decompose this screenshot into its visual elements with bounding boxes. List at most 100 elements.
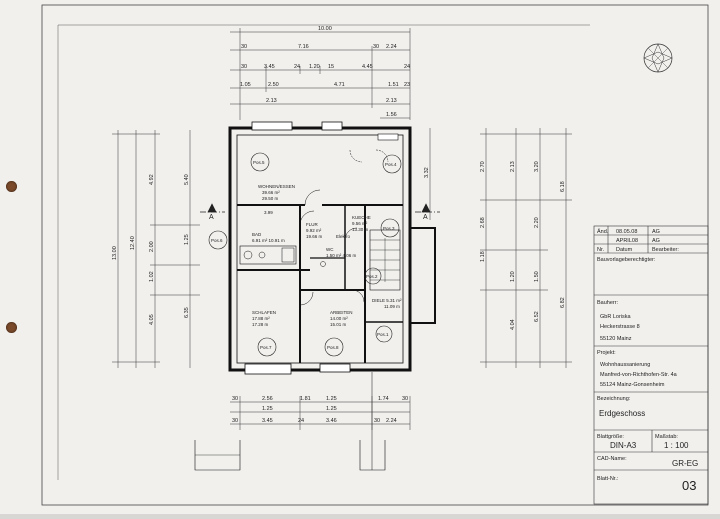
right-dim: 6.82 bbox=[560, 297, 566, 308]
top-dim: 30 bbox=[373, 44, 379, 50]
tb-bauherr-line: 55120 Mainz bbox=[600, 336, 632, 342]
left-dim: 12.40 bbox=[130, 236, 136, 250]
room-name: WC bbox=[326, 247, 334, 252]
room-area-bath: 6.91 m² 10.91 m bbox=[252, 238, 285, 243]
top-dim: 1.05 bbox=[240, 82, 251, 88]
tb-blatt-nr-value: 03 bbox=[682, 478, 696, 493]
tb-massstab-label: Maßstab: bbox=[655, 434, 678, 440]
tb-bauherr-line: GbR Loriska bbox=[600, 314, 632, 320]
left-dim: 1.25 bbox=[184, 234, 190, 245]
bottom-dim: 2.56 bbox=[262, 396, 273, 402]
pos-label: Pos.6 bbox=[211, 238, 223, 243]
bottom-dim: 3.45 bbox=[262, 418, 273, 424]
bottom-dim: 30 bbox=[232, 396, 238, 402]
bottom-dim: 30 bbox=[374, 418, 380, 424]
tb-bearbeiter-label: Bearbeiter: bbox=[652, 247, 679, 253]
punch-hole-bottom bbox=[6, 322, 17, 333]
right-dim: 2.13 bbox=[510, 161, 516, 172]
left-dim: 4.05 bbox=[149, 314, 155, 325]
bottom-dim: 24 bbox=[298, 418, 304, 424]
tb-cad-label: CAD-Name: bbox=[597, 456, 627, 462]
tb-rev-label: Änd. bbox=[597, 228, 609, 235]
tb-projekt-label: Projekt: bbox=[597, 350, 616, 356]
bottom-dim: 30 bbox=[232, 418, 238, 424]
bottom-dim: 1.81 bbox=[300, 396, 311, 402]
room-perimeter: 17.28 m bbox=[252, 322, 269, 327]
top-dim: 4.45 bbox=[362, 64, 373, 70]
room-name: KUECHE bbox=[352, 215, 371, 220]
bottom-dim: 30 bbox=[402, 396, 408, 402]
tb-rev2-code: AG bbox=[652, 238, 660, 244]
right-dim: 3.32 bbox=[424, 167, 430, 178]
north-arrow-icon bbox=[643, 43, 673, 73]
top-dim: 23 bbox=[404, 82, 410, 88]
right-dim: 4.04 bbox=[510, 319, 516, 330]
tb-rev1-date: 08.05.08 bbox=[616, 229, 637, 235]
tb-bezeichnung-label: Bezeichnung: bbox=[597, 396, 631, 402]
tb-datum-label: Datum bbox=[616, 247, 633, 253]
bottom-dimension-lines bbox=[230, 396, 411, 430]
room-name: SCHLAFEN bbox=[252, 310, 276, 315]
tb-projekt-line: Manfred-von-Richthofen-Str. 4a bbox=[600, 372, 678, 378]
top-dim: 2.13 bbox=[266, 98, 277, 104]
room-area: 5.31 m² bbox=[386, 298, 402, 303]
tb-rev2-date: APRIL08 bbox=[616, 238, 638, 244]
tb-bauherr-label: Bauherr: bbox=[597, 300, 619, 306]
tb-blatt-label: Blattgröße: bbox=[597, 434, 624, 440]
tb-bauherr-line: Heckerstrasse 8 bbox=[600, 324, 640, 330]
top-dim: 4.71 bbox=[334, 82, 345, 88]
room-name: BAD bbox=[252, 232, 262, 237]
right-dim: 1.20 bbox=[510, 271, 516, 282]
top-dim: 2.24 bbox=[386, 44, 397, 50]
tb-cad-value: GR-EG bbox=[672, 459, 698, 468]
bottom-dim: 1.25 bbox=[262, 406, 273, 412]
top-dim: 7.16 bbox=[298, 44, 309, 50]
room-area: 39.66 m² bbox=[262, 190, 280, 195]
elektro-label: Elektro bbox=[336, 234, 351, 239]
tb-projekt-line: Wohnhaussanierung bbox=[600, 362, 650, 368]
room-area: 17.88 m² bbox=[252, 316, 270, 321]
pos-label: Pos.8 bbox=[327, 345, 339, 350]
tb-blatt-value: DIN-A3 bbox=[610, 441, 637, 450]
bottom-dim: 1.74 bbox=[378, 396, 389, 402]
top-dim: 24 bbox=[294, 64, 300, 70]
room-name-diele: DIELE 5.31 m² bbox=[372, 298, 402, 303]
top-dim: 2.50 bbox=[268, 82, 279, 88]
bottom-dim: 3.46 bbox=[326, 418, 337, 424]
position-markers bbox=[208, 152, 402, 357]
tb-bezeichnung: Erdgeschoss bbox=[599, 409, 645, 418]
top-dim: 30 bbox=[241, 44, 247, 50]
room-area: 9.56 m² bbox=[352, 221, 368, 226]
section-marker-left: A bbox=[209, 214, 214, 221]
top-dim: 1.20 bbox=[309, 64, 320, 70]
right-dim: 2.20 bbox=[534, 217, 540, 228]
room-area: 1.50 m² bbox=[326, 253, 342, 258]
top-dimension-lines bbox=[230, 28, 411, 120]
pos-label: Pos.5 bbox=[253, 160, 265, 165]
left-dim: 5.40 bbox=[184, 174, 190, 185]
title-block-frame bbox=[593, 225, 709, 505]
tb-projekt-line: 55124 Mainz-Gonsenheim bbox=[600, 382, 665, 388]
room-area: 6.91 m² bbox=[252, 238, 268, 243]
tb-massstab-value: 1 : 100 bbox=[664, 441, 689, 450]
pos-label: Pos.1 bbox=[377, 332, 389, 337]
room-perimeter: 10.91 m bbox=[269, 238, 286, 243]
room-perimeter: 19.66 m bbox=[306, 234, 323, 239]
right-dim: 2.68 bbox=[480, 217, 486, 228]
room-perimeter: 4.06 m bbox=[343, 253, 357, 258]
right-dimension-lines bbox=[429, 128, 572, 368]
top-dim: 30 bbox=[241, 64, 247, 70]
left-dim: 2.00 bbox=[149, 241, 155, 252]
left-dim: 4.92 bbox=[149, 174, 155, 185]
right-dim: 2.70 bbox=[480, 161, 486, 172]
top-dim: 1.51 bbox=[388, 82, 399, 88]
room-area: 14.00 m² bbox=[330, 316, 348, 321]
building-walls bbox=[194, 121, 436, 471]
right-dim: 3.20 bbox=[534, 161, 540, 172]
room-perimeter: 15.01 m bbox=[330, 322, 347, 327]
top-dim: 15 bbox=[328, 64, 334, 70]
room-perimeter: 11.09 m bbox=[384, 304, 400, 309]
top-dim-total: 10.00 bbox=[318, 26, 332, 32]
right-dim: 6.52 bbox=[534, 311, 540, 322]
